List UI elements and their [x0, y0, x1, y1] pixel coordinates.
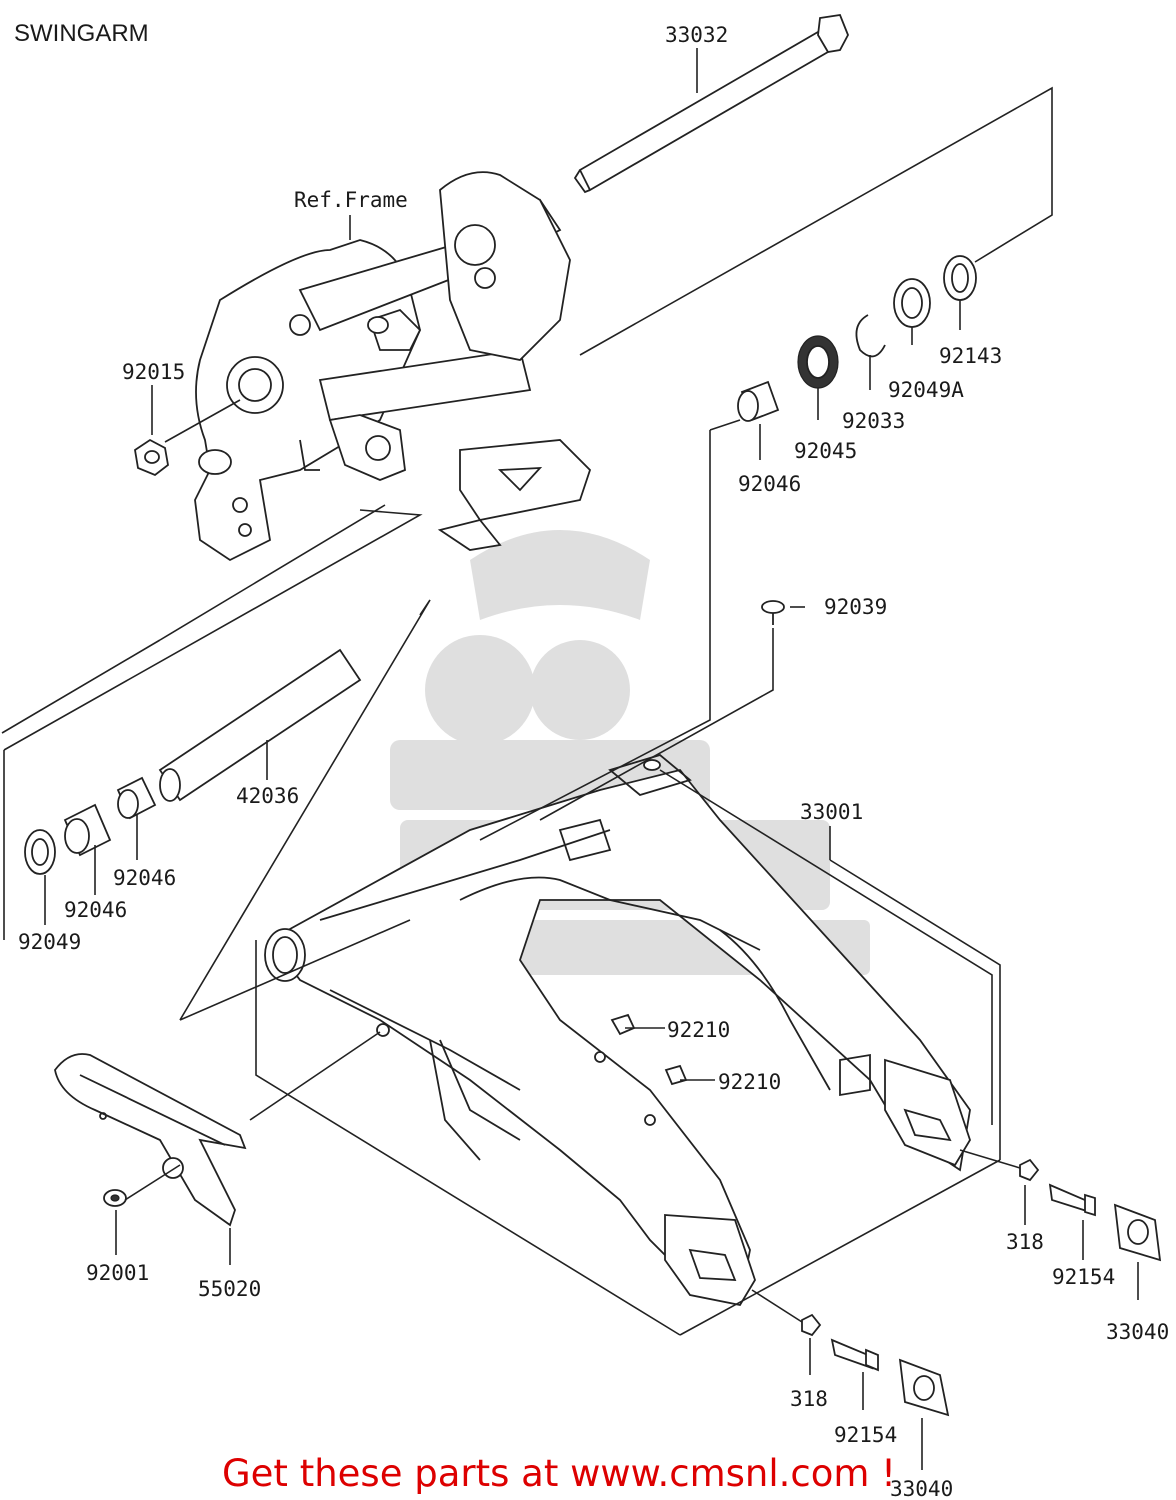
bolt-92001	[103, 1189, 127, 1207]
label-92154-right: 92154	[1052, 1265, 1115, 1289]
label-33001: 33001	[800, 800, 863, 824]
cap-92039	[761, 600, 785, 625]
label-33032: 33032	[665, 23, 728, 47]
diagram-title: SWINGARM	[14, 20, 149, 47]
right-pivot-parts	[737, 255, 977, 422]
pivot-shaft-33032	[573, 14, 849, 194]
label-92049: 92049	[18, 930, 81, 954]
label-33040-bottom: 33040	[890, 1477, 953, 1500]
leader-lines	[1, 48, 1139, 1470]
footer-link[interactable]: Get these parts at www.cmsnl.com !	[222, 1452, 896, 1495]
label-ref-frame: Ref.Frame	[294, 188, 408, 212]
label-92143: 92143	[939, 344, 1002, 368]
label-42036: 42036	[236, 784, 299, 808]
label-92049A: 92049A	[888, 378, 964, 402]
label-318-bottom: 318	[790, 1387, 828, 1411]
label-92001: 92001	[86, 1261, 149, 1285]
label-92045: 92045	[794, 439, 857, 463]
label-92046-a: 92046	[113, 866, 176, 890]
label-33040-right: 33040	[1106, 1320, 1169, 1344]
swingarm-33001	[264, 753, 971, 1307]
label-92154-bottom: 92154	[834, 1423, 897, 1447]
label-92046-top: 92046	[738, 472, 801, 496]
label-318-right: 318	[1006, 1230, 1044, 1254]
label-92039: 92039	[824, 595, 887, 619]
left-bearings	[24, 776, 157, 875]
label-92015: 92015	[122, 360, 185, 384]
label-92210-b: 92210	[718, 1070, 781, 1094]
bottom-adjuster-parts	[801, 1313, 950, 1417]
chain-guard-55020	[54, 1053, 247, 1227]
label-55020: 55020	[198, 1277, 261, 1301]
right-adjuster-parts	[1019, 1158, 1162, 1262]
label-92033: 92033	[842, 409, 905, 433]
label-92046-b: 92046	[64, 898, 127, 922]
part-labels: 33032 Ref.Frame 92143 92049A 92033 92045…	[18, 23, 1169, 1500]
nut-92015	[134, 438, 169, 477]
ref-frame-drawing	[194, 171, 592, 562]
label-92210-a: 92210	[667, 1018, 730, 1042]
collar-42036	[158, 648, 362, 802]
